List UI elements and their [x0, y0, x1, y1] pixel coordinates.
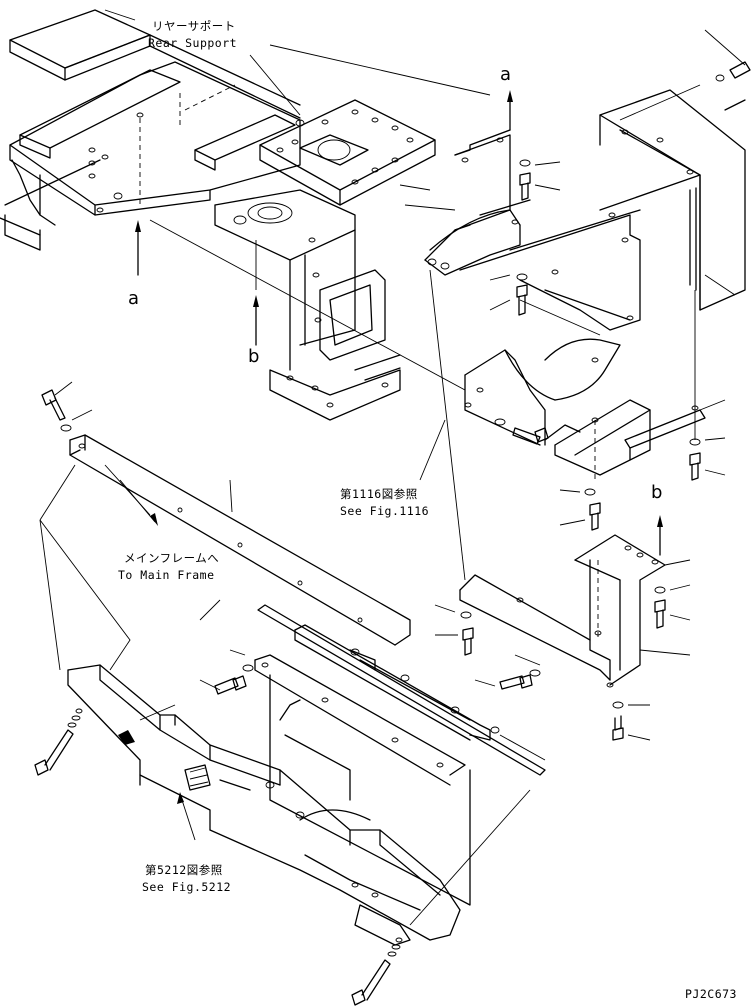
drawing-code: PJ2C673 [685, 987, 737, 1001]
view-marker-a-left: a [128, 288, 140, 309]
side-cover-panel [599, 29, 751, 311]
long-support-bar [41, 381, 411, 646]
main-frame-label-en: To Main Frame [118, 568, 215, 582]
view-marker-b-left: b [248, 346, 260, 367]
middle-bracket [464, 338, 621, 446]
rear-support-frame [0, 9, 305, 276]
rear-support-label-jp: リヤーサポート [152, 19, 236, 33]
main-frame-label-jp: メインフレームへ [124, 551, 220, 565]
fig5212-label-en: See Fig.5212 [142, 880, 232, 894]
right-angle-bracket [544, 274, 736, 481]
flat-cover-plate [199, 649, 471, 906]
lower-right-bracket [434, 488, 691, 741]
upper-bracket-panel [424, 90, 701, 331]
view-marker-b-right: b [651, 482, 663, 503]
fig5212-label-jp: 第5212図参照 [145, 863, 223, 877]
seal-strips [257, 604, 546, 776]
view-marker-a-top: a [500, 64, 512, 85]
leader-lines [39, 9, 601, 926]
mounting-bracket-block [214, 99, 436, 421]
fig1116-label-en: See Fig.1116 [340, 504, 430, 518]
rear-support-label-en: Rear Support [148, 36, 238, 50]
fig1116-label-jp: 第1116図参照 [340, 487, 418, 501]
counterweight-block [34, 664, 461, 1006]
